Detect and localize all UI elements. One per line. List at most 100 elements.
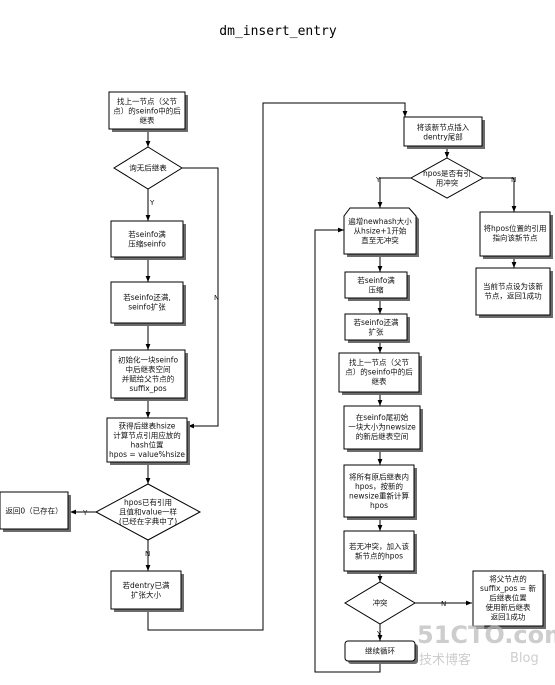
node-label-line: 直至无冲突 [361,235,399,245]
watermark-tech-blog: 技术博客 [419,652,471,668]
node-continue-loop: 继续循环 [344,640,418,664]
node-add-new-hpos: 若无冲突，加入该新节点的hpos [343,530,417,574]
node-label-line: hpos是否有引 [423,168,471,178]
node-label-line: suffix_pos [129,384,166,393]
node-label-line: 点）的seinfo中的后 [113,106,181,116]
node-label-line: 将hpos位置的引用 [483,223,546,233]
decision-hpos-conflict: hpos是否有引用冲突 [409,157,485,199]
label-d3-no: N [511,176,516,184]
node-label: 若seinfo满压缩seinfo [128,229,166,249]
node-label: 找上一节点（父节点）的seinfo中的后继表 [345,357,413,386]
node-label-line: 从hsize+1开始 [354,226,407,236]
node-label: 返回0（已存在） [5,506,62,516]
decision-no-suffix-table: 询无后继表 [113,146,183,190]
node-label-line: 将父节点的 [489,574,527,584]
node-label-line: 扩张 [369,326,384,336]
node-return-zero-exists: 返回0（已存在） [0,491,71,532]
node-label-line: (已经在字典中了) [119,516,177,526]
label-d2-no: N [145,550,150,558]
node-label: 若seinfo还满,seinfo扩张 [123,292,170,312]
node-label-line: 继表 [140,115,155,125]
node-label-line: 继续循环 [365,646,395,656]
node-set-current-return-success: 当前节点设为该新节点，返回1成功 [475,267,553,318]
node-label-line: 的新后继表空间 [356,431,409,441]
node-label-line: 若seinfo满 [128,229,166,239]
node-label: hpos是否有引用冲突 [423,168,471,188]
node-label: 若无冲突，加入该新节点的hpos [349,541,409,561]
node-label-line: 找上一节点（父节 [349,357,409,367]
node-label-line: seinfo扩张 [128,301,166,311]
node-label-line: 指向该新节点 [493,232,538,242]
decision-hpos-exists: hpos已有引用且值和value一样(已经在字典中了) [94,483,202,541]
node-label-line: 且值和value一样 [119,507,177,517]
edge-d1-n5 [182,167,219,429]
node-label-line: 若seinfo满 [357,275,395,285]
node-label: 将hpos位置的引用指向该新节点 [483,223,546,243]
node-label-line: hpos [370,501,388,510]
node-label-line: hpos，按新的 [355,481,403,491]
node-label: 找上一节点（父节点）的seinfo中的后继表 [113,96,181,125]
label-d1-yes: Y [149,199,155,207]
node-label-line: 中后继表空间 [126,364,171,374]
label-d3-yes: Y [375,176,381,184]
node-label: hpos已有引用且值和value一样(已经在字典中了) [119,497,178,526]
node-point-hpos-ref: 将hpos位置的引用指向该新节点 [479,211,553,259]
node-label-line: 冲突 [373,598,388,608]
node-label-line: 若seinfo还满, [123,292,170,302]
edge-d3-n18 [483,177,517,212]
node-find-parent-suffix-table-2: 找上一节点（父节点）的seinfo中的后继表 [338,352,422,395]
nodes: 找上一节点（父节点）的seinfo中的后继表 询无后继表 若seinfo满压缩s… [0,91,553,664]
edge-labels: Y N Y N Y N Y N [82,176,516,638]
label-d2-yes: Y [82,509,88,517]
node-label-line: 初始化一块seinfo [118,354,178,364]
label-d4-yes: Y [376,630,382,638]
node-label-line: 点）的seinfo中的后 [345,367,413,377]
node-label-line: 在seinfo尾初始 [356,412,409,422]
node-label: 冲突 [373,598,388,608]
connectors [70,102,517,673]
node-label-line: 若无冲突，加入该 [349,541,409,551]
node-label-line: 询无后继表 [129,163,167,173]
node-label: 若seinfo还满扩张 [353,317,399,337]
label-d1-no: N [214,294,219,302]
node-label-line: 节点，返回1成功 [484,290,542,300]
node-label-line: 将该新节点插入 [417,122,470,132]
node-label-line: 若seinfo还满 [353,317,399,327]
node-label-line: 遍增newhash大小 [348,216,412,226]
node-label-line: dentry尾部 [423,131,463,141]
diagram-title: dm_insert_entry [219,24,337,39]
watermark: 51CTO.com 技术博客 Blog [417,621,555,668]
node-label-line: newsize重新计算 [349,490,410,500]
node-find-parent-suffix-table: 找上一节点（父节点）的seinfo中的后继表 [108,91,188,132]
node-label-line: 若dentry已满 [122,580,170,590]
watermark-site: 51CTO.com [417,621,555,649]
node-label-line: hpos = value%hsize [109,450,185,459]
node-label-line: 将所有原后继表内 [349,471,409,481]
decision-conflict: 冲突 [344,581,416,625]
edge-d3-n9 [377,177,411,208]
edge-n7-n8 [147,102,408,631]
label-d4-no: N [441,600,446,608]
node-label-line: 找上一节点（父节 [117,96,177,106]
node-label-line: 获得后继表hsize [119,420,176,430]
node-label: 遍增newhash大小从hsize+1开始直至无冲突 [348,216,412,245]
node-compress-seinfo-2: 若seinfo满压缩 [344,271,410,301]
node-label-line: 返回1成功 [491,612,526,622]
node-label: 若dentry已满扩张大小 [122,580,170,600]
node-label: 询无后继表 [129,163,167,173]
node-label: 继续循环 [365,646,395,656]
node-label-line: suffix_pos = 新 [480,583,536,593]
node-label-line: 使用新后继表 [486,602,531,612]
node-compress-seinfo: 若seinfo满压缩seinfo [110,220,186,260]
node-expand-seinfo-2: 若seinfo还满扩张 [344,313,410,343]
